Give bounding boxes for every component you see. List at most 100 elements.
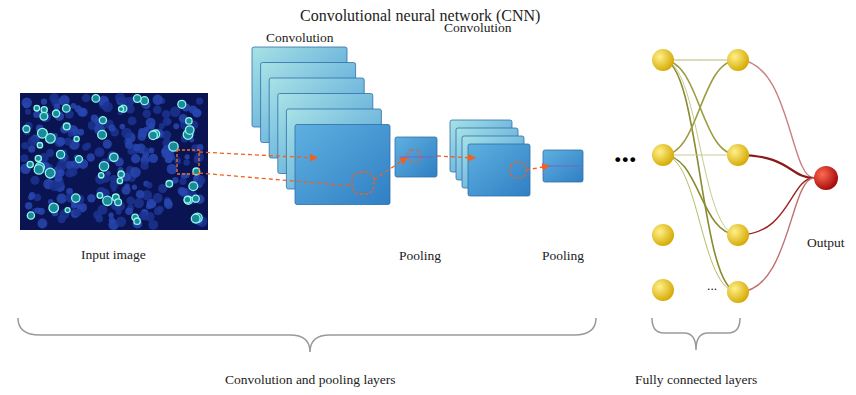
connection xyxy=(663,60,738,292)
receptive-field xyxy=(408,150,420,162)
cell-nucleus xyxy=(87,153,95,161)
cell-nucleus xyxy=(149,154,158,163)
cell-nucleus xyxy=(141,162,149,170)
stained-cell xyxy=(110,153,118,161)
cell-nucleus xyxy=(143,110,151,118)
cell-nucleus xyxy=(68,131,74,137)
stained-cell xyxy=(63,105,71,113)
cell-nucleus xyxy=(194,156,201,163)
cell-nucleus xyxy=(189,106,197,114)
cell-nucleus xyxy=(74,209,82,217)
receptive-field xyxy=(352,172,374,194)
cell-nucleus xyxy=(40,111,51,122)
cell-nucleus xyxy=(71,103,77,109)
connection xyxy=(738,178,814,292)
cell-nucleus xyxy=(65,169,74,178)
cell-nucleus xyxy=(172,177,178,183)
cell-nucleus xyxy=(166,119,171,124)
feature-maps xyxy=(199,47,583,205)
stained-cell xyxy=(63,123,70,130)
cell-nucleus xyxy=(125,207,133,215)
cell-nucleus xyxy=(103,140,112,149)
stained-cell xyxy=(27,212,34,219)
layer-label: Convolution xyxy=(444,20,512,36)
cell-nucleus xyxy=(133,144,141,152)
cell-nucleus xyxy=(46,149,54,157)
stained-cell xyxy=(37,143,42,148)
cell-nucleus xyxy=(183,159,189,165)
cell-nucleus xyxy=(109,124,116,131)
stained-cell xyxy=(166,181,173,188)
stained-cell xyxy=(23,126,30,133)
curly-bracket xyxy=(18,318,596,352)
cell-nucleus xyxy=(71,203,77,209)
cell-nucleus xyxy=(167,164,178,175)
stained-cell xyxy=(117,178,122,183)
stained-cell xyxy=(49,203,59,213)
map-line xyxy=(400,157,433,158)
stained-cell xyxy=(45,168,55,178)
cell-nucleus xyxy=(144,148,149,153)
cell-nucleus xyxy=(146,182,153,189)
neuron xyxy=(727,49,749,71)
stained-cell xyxy=(40,112,48,120)
stained-cell xyxy=(186,118,192,124)
stained-cell xyxy=(27,161,33,167)
cell-nucleus xyxy=(97,149,102,154)
neuron xyxy=(652,49,674,71)
cell-nucleus xyxy=(28,136,38,146)
cell-nucleus xyxy=(130,167,141,178)
cell-nucleus xyxy=(162,110,170,118)
cell-nucleus xyxy=(126,197,134,205)
input-image xyxy=(20,93,208,230)
image-label: Input image xyxy=(81,247,146,263)
connection xyxy=(663,155,738,156)
pooled-map xyxy=(543,150,583,182)
cell-nucleus xyxy=(77,129,84,136)
cell-nucleus xyxy=(133,219,143,229)
cell-nucleus xyxy=(139,211,148,220)
stained-cell xyxy=(97,193,103,199)
connection xyxy=(738,155,814,178)
cell-nucleus xyxy=(64,138,72,146)
dashed-leader xyxy=(374,158,406,180)
cell-nucleus xyxy=(148,123,155,130)
stained-cell xyxy=(46,134,56,144)
layer-label: Pooling xyxy=(542,248,584,264)
layer-label: Pooling xyxy=(399,248,441,264)
cell-nucleus xyxy=(173,123,179,129)
cell-nucleus xyxy=(79,108,88,117)
cell-nucleus xyxy=(20,154,28,162)
ellipsis: ... xyxy=(614,137,637,167)
cell-nucleus xyxy=(148,148,154,154)
cell-nucleus xyxy=(82,94,91,103)
stained-cell xyxy=(118,171,124,177)
cell-nucleus xyxy=(25,202,32,209)
cell-nucleus xyxy=(194,175,199,180)
cell-nucleus xyxy=(58,215,66,223)
cell-nucleus xyxy=(93,211,102,220)
cell-nucleus xyxy=(54,103,61,110)
cell-nucleus xyxy=(95,147,105,157)
cell-nucleus xyxy=(87,194,95,202)
cell-nucleus xyxy=(33,111,40,118)
stained-cell xyxy=(134,95,142,103)
cell-nucleus xyxy=(121,128,132,139)
cell-nucleus xyxy=(56,137,65,146)
stained-cell xyxy=(184,196,191,203)
connection xyxy=(663,60,738,155)
cell-nucleus xyxy=(162,150,171,159)
cell-nucleus xyxy=(136,190,145,199)
cell-nucleus xyxy=(185,154,190,159)
feature-map xyxy=(295,125,390,205)
dashed-leader xyxy=(199,173,352,186)
connection xyxy=(738,178,814,235)
cell-nucleus xyxy=(164,200,173,209)
stained-cell xyxy=(65,208,70,213)
cell-nucleus xyxy=(196,97,203,104)
connection xyxy=(663,155,738,292)
receptive-field xyxy=(177,150,199,174)
dashed-leader xyxy=(199,152,316,158)
neuron xyxy=(652,224,674,246)
